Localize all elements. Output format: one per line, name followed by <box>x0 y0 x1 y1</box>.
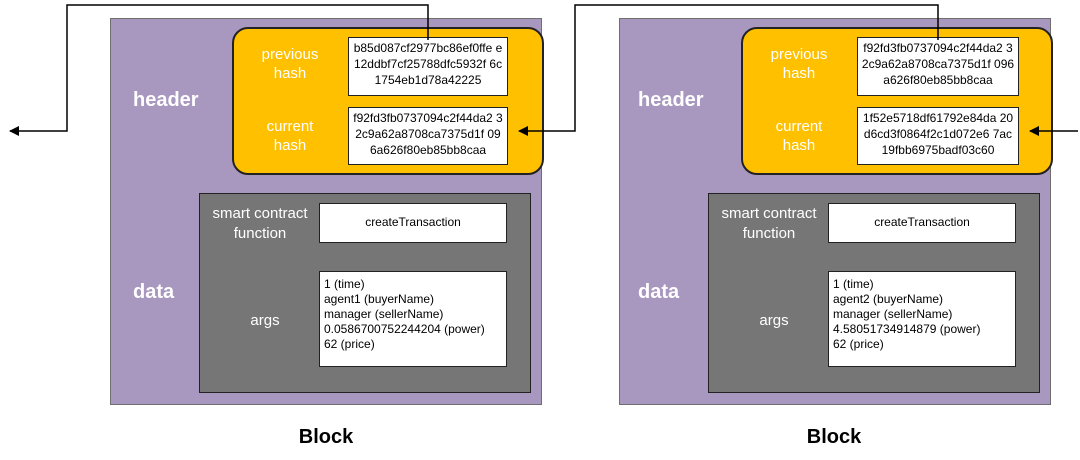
data-section-label: data <box>638 281 680 303</box>
arg-line: 62 (price) <box>324 337 375 351</box>
block2-to-block1-arrow <box>518 4 939 136</box>
block-caption: Block <box>298 426 354 448</box>
function-name-box: createTransaction <box>828 203 1016 243</box>
args-box: 1 (time) agent2 (buyerName) manager (sel… <box>828 271 1016 367</box>
block1-to-previous-arrow <box>9 4 429 136</box>
current-hash-value: f92fd3fb0737094c2f44da2 32c9a62a8708ca73… <box>348 107 508 165</box>
arg-line: 1 (time) <box>324 277 365 291</box>
arg-line: agent1 (buyerName) <box>324 292 435 306</box>
arg-line: agent2 (buyerName) <box>833 292 944 306</box>
arg-line: 0.0586700752244204 (power) <box>324 322 485 336</box>
args-label: args <box>759 312 789 329</box>
header-section-label: header <box>638 89 704 111</box>
previous-hash-value: f92fd3fb0737094c2f44da2 32c9a62a8708ca73… <box>857 37 1019 96</box>
arg-line: manager (sellerName) <box>324 307 444 321</box>
header-section-label: header <box>133 89 199 111</box>
arg-line: 1 (time) <box>833 277 874 291</box>
args-box: 1 (time) agent1 (buyerName) manager (sel… <box>319 271 507 367</box>
current-hash-value: 1f52e5718df61792e84da 20d6cd3f0864f2c1d0… <box>857 107 1019 165</box>
function-name-box: createTransaction <box>319 203 507 243</box>
previous-hash-value: b85d087cf2977bc86ef0ffe e12ddbf7cf25788d… <box>348 37 508 96</box>
data-section-label: data <box>133 281 175 303</box>
block-caption: Block <box>806 426 862 448</box>
arg-line: 62 (price) <box>833 337 884 351</box>
arg-line: manager (sellerName) <box>833 307 953 321</box>
args-label: args <box>250 312 280 329</box>
arg-line: 4.58051734914879 (power) <box>833 322 981 336</box>
